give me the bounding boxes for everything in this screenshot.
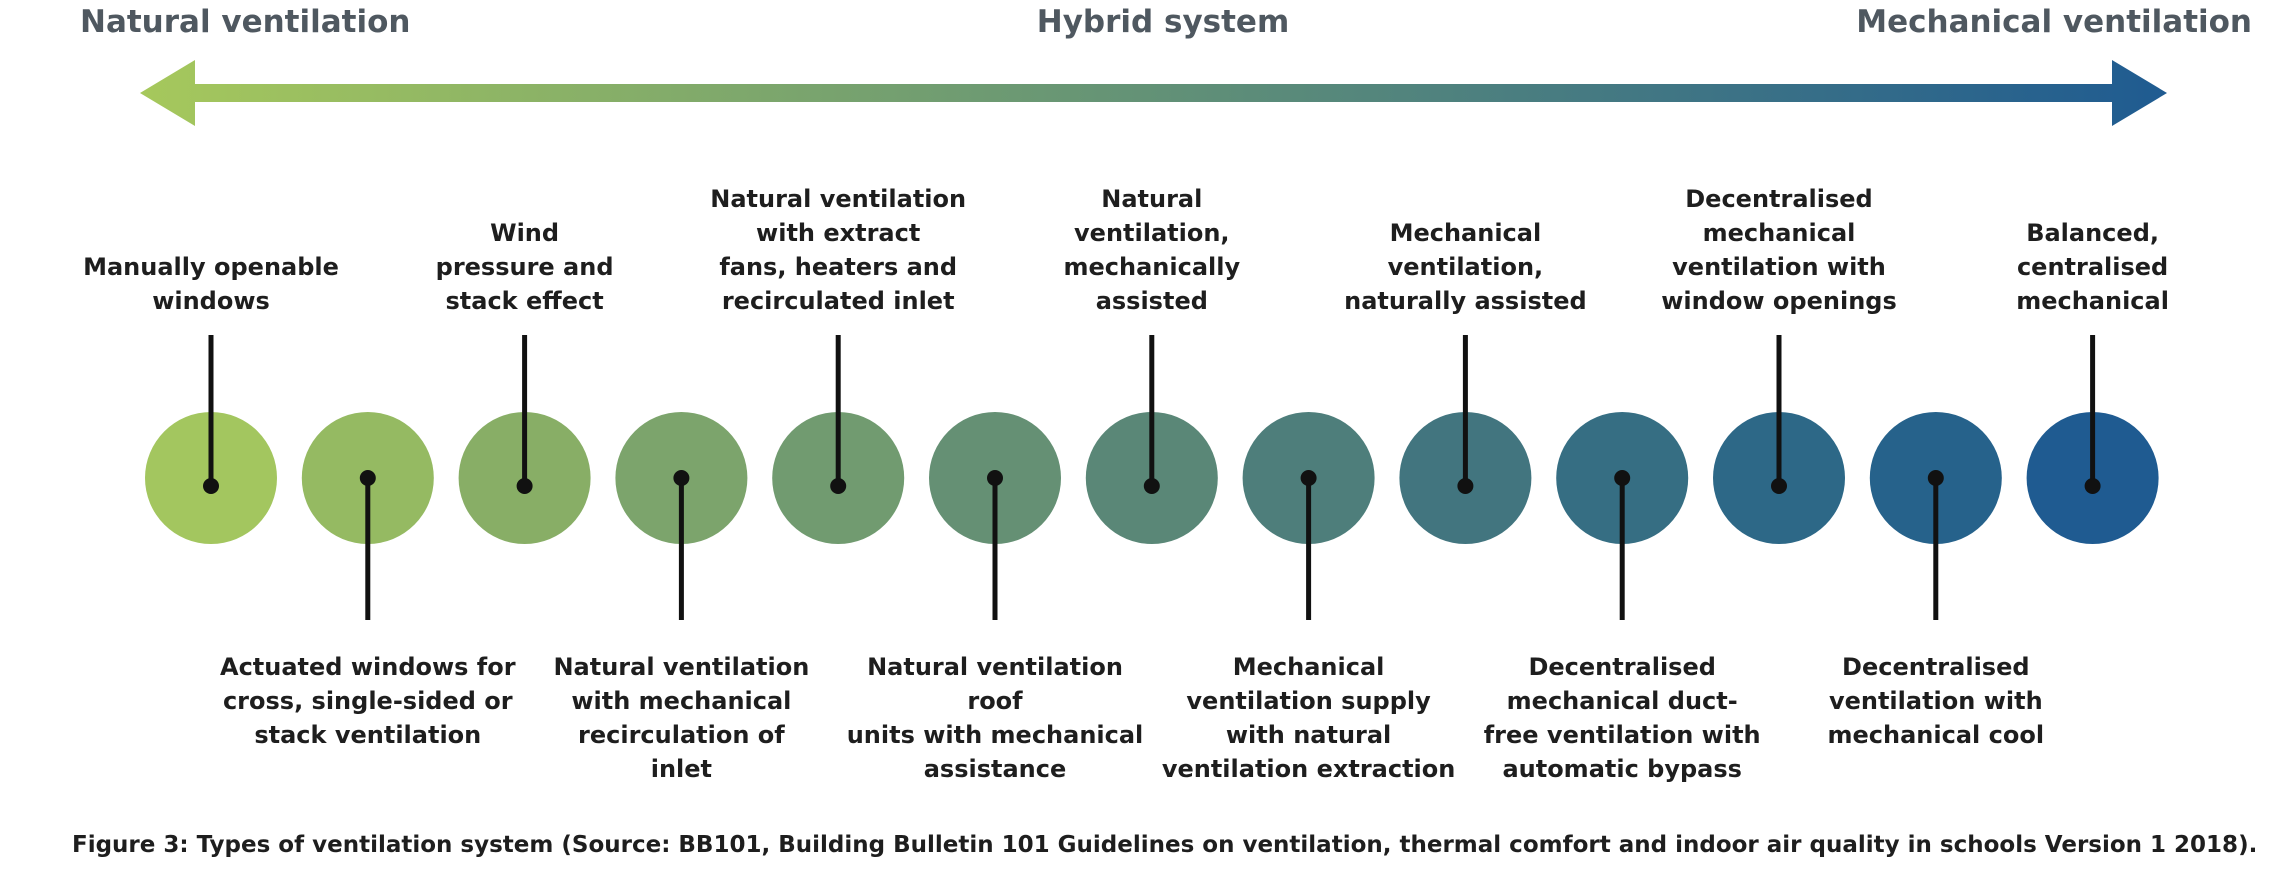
- node-dot-9: [1457, 478, 1474, 494]
- node-label-5: Natural ventilation with extract fans, h…: [710, 185, 967, 315]
- node-label-10: Decentralised mechanical duct- free vent…: [1483, 653, 1761, 783]
- node-label-6: Natural ventilation roof units with mech…: [846, 653, 1144, 783]
- node-dot-12: [1927, 470, 1944, 486]
- node-dot-5: [830, 478, 847, 494]
- node-label-2: Actuated windows for cross, single-sided…: [220, 653, 516, 749]
- node-label-11: Decentralised mechanical ventilation wit…: [1661, 185, 1897, 315]
- node-dot-10: [1614, 470, 1631, 486]
- node-dot-8: [1300, 470, 1317, 486]
- node-dot-2: [359, 470, 376, 486]
- header-hybrid-system: Hybrid system: [1036, 4, 1290, 40]
- node-label-9: Mechanical ventilation, naturally assist…: [1344, 219, 1587, 315]
- node-label-4: Natural ventilation with mechanical reci…: [553, 653, 810, 783]
- node-label-12: Decentralised ventilation with mechanica…: [1827, 653, 2045, 749]
- node-dot-7: [1143, 478, 1160, 494]
- figure-caption: Figure 3: Types of ventilation system (S…: [72, 832, 2258, 858]
- node-dot-6: [987, 470, 1003, 486]
- node-label-13: Balanced, centralised mechanical: [2016, 219, 2169, 315]
- header-mechanical-ventilation: Mechanical ventilation: [1856, 4, 2252, 40]
- header-natural-ventilation: Natural ventilation: [80, 4, 411, 40]
- node-label-8: Mechanical ventilation supply with natur…: [1161, 653, 1456, 783]
- node-dot-3: [516, 478, 533, 494]
- node-dot-1: [203, 478, 219, 494]
- node-dot-11: [1771, 478, 1787, 494]
- node-dot-4: [673, 470, 690, 486]
- double-headed-arrow: [140, 60, 2167, 126]
- node-label-3: Wind pressure and stack effect: [435, 219, 614, 315]
- node-label-7: Natural ventilation, mechanically assist…: [1063, 185, 1241, 315]
- node-dot-13: [2084, 478, 2101, 494]
- node-label-1: Manually openable windows: [83, 253, 339, 315]
